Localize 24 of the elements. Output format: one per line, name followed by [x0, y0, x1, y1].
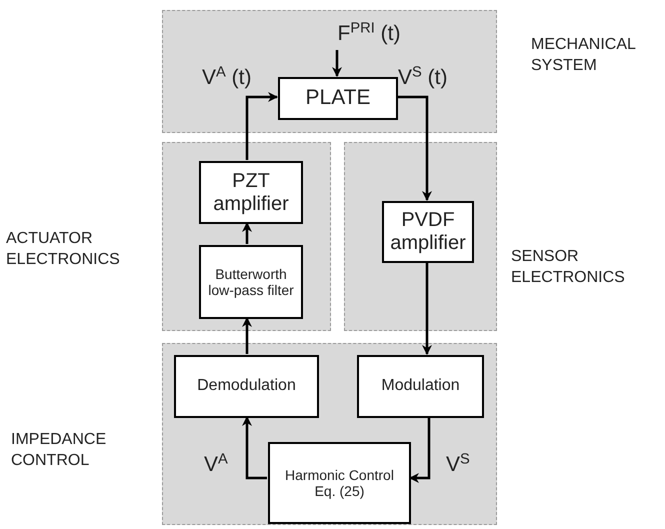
- signal-label: V$^{A}$ (t): [202, 66, 252, 90]
- arrow: [409, 417, 430, 483]
- block-box: Harmonic Control Eq. (25): [268, 442, 411, 524]
- signal-label: V$^{A}$: [204, 453, 228, 477]
- block-box: PLATE: [278, 77, 398, 120]
- block-box: Butterworth low-pass filter: [199, 245, 303, 319]
- arrow: [246, 92, 278, 160]
- block-box: PVDF amplifier: [382, 201, 474, 263]
- arrow: [242, 222, 252, 244]
- block-box: Modulation: [357, 355, 484, 418]
- arrow: [397, 96, 432, 201]
- arrow: [242, 317, 252, 354]
- region-heading: IMPEDANCE CONTROL: [11, 430, 108, 471]
- arrow: [242, 416, 267, 480]
- signal-label: V$^{S}$: [446, 453, 470, 477]
- region-heading: ACTUATOR ELECTRONICS: [6, 229, 121, 270]
- signal-label: V$^{S}$ (t): [398, 66, 448, 90]
- region-heading: MECHANICAL SYSTEM: [531, 35, 636, 76]
- block-box: Demodulation: [174, 355, 319, 418]
- arrow: [422, 262, 432, 355]
- block-box: PZT amplifier: [199, 161, 303, 224]
- arrow: [332, 50, 342, 77]
- force-label: F$^{PRI}$ (t): [319, 17, 419, 51]
- region-heading: SENSOR ELECTRONICS: [511, 247, 626, 288]
